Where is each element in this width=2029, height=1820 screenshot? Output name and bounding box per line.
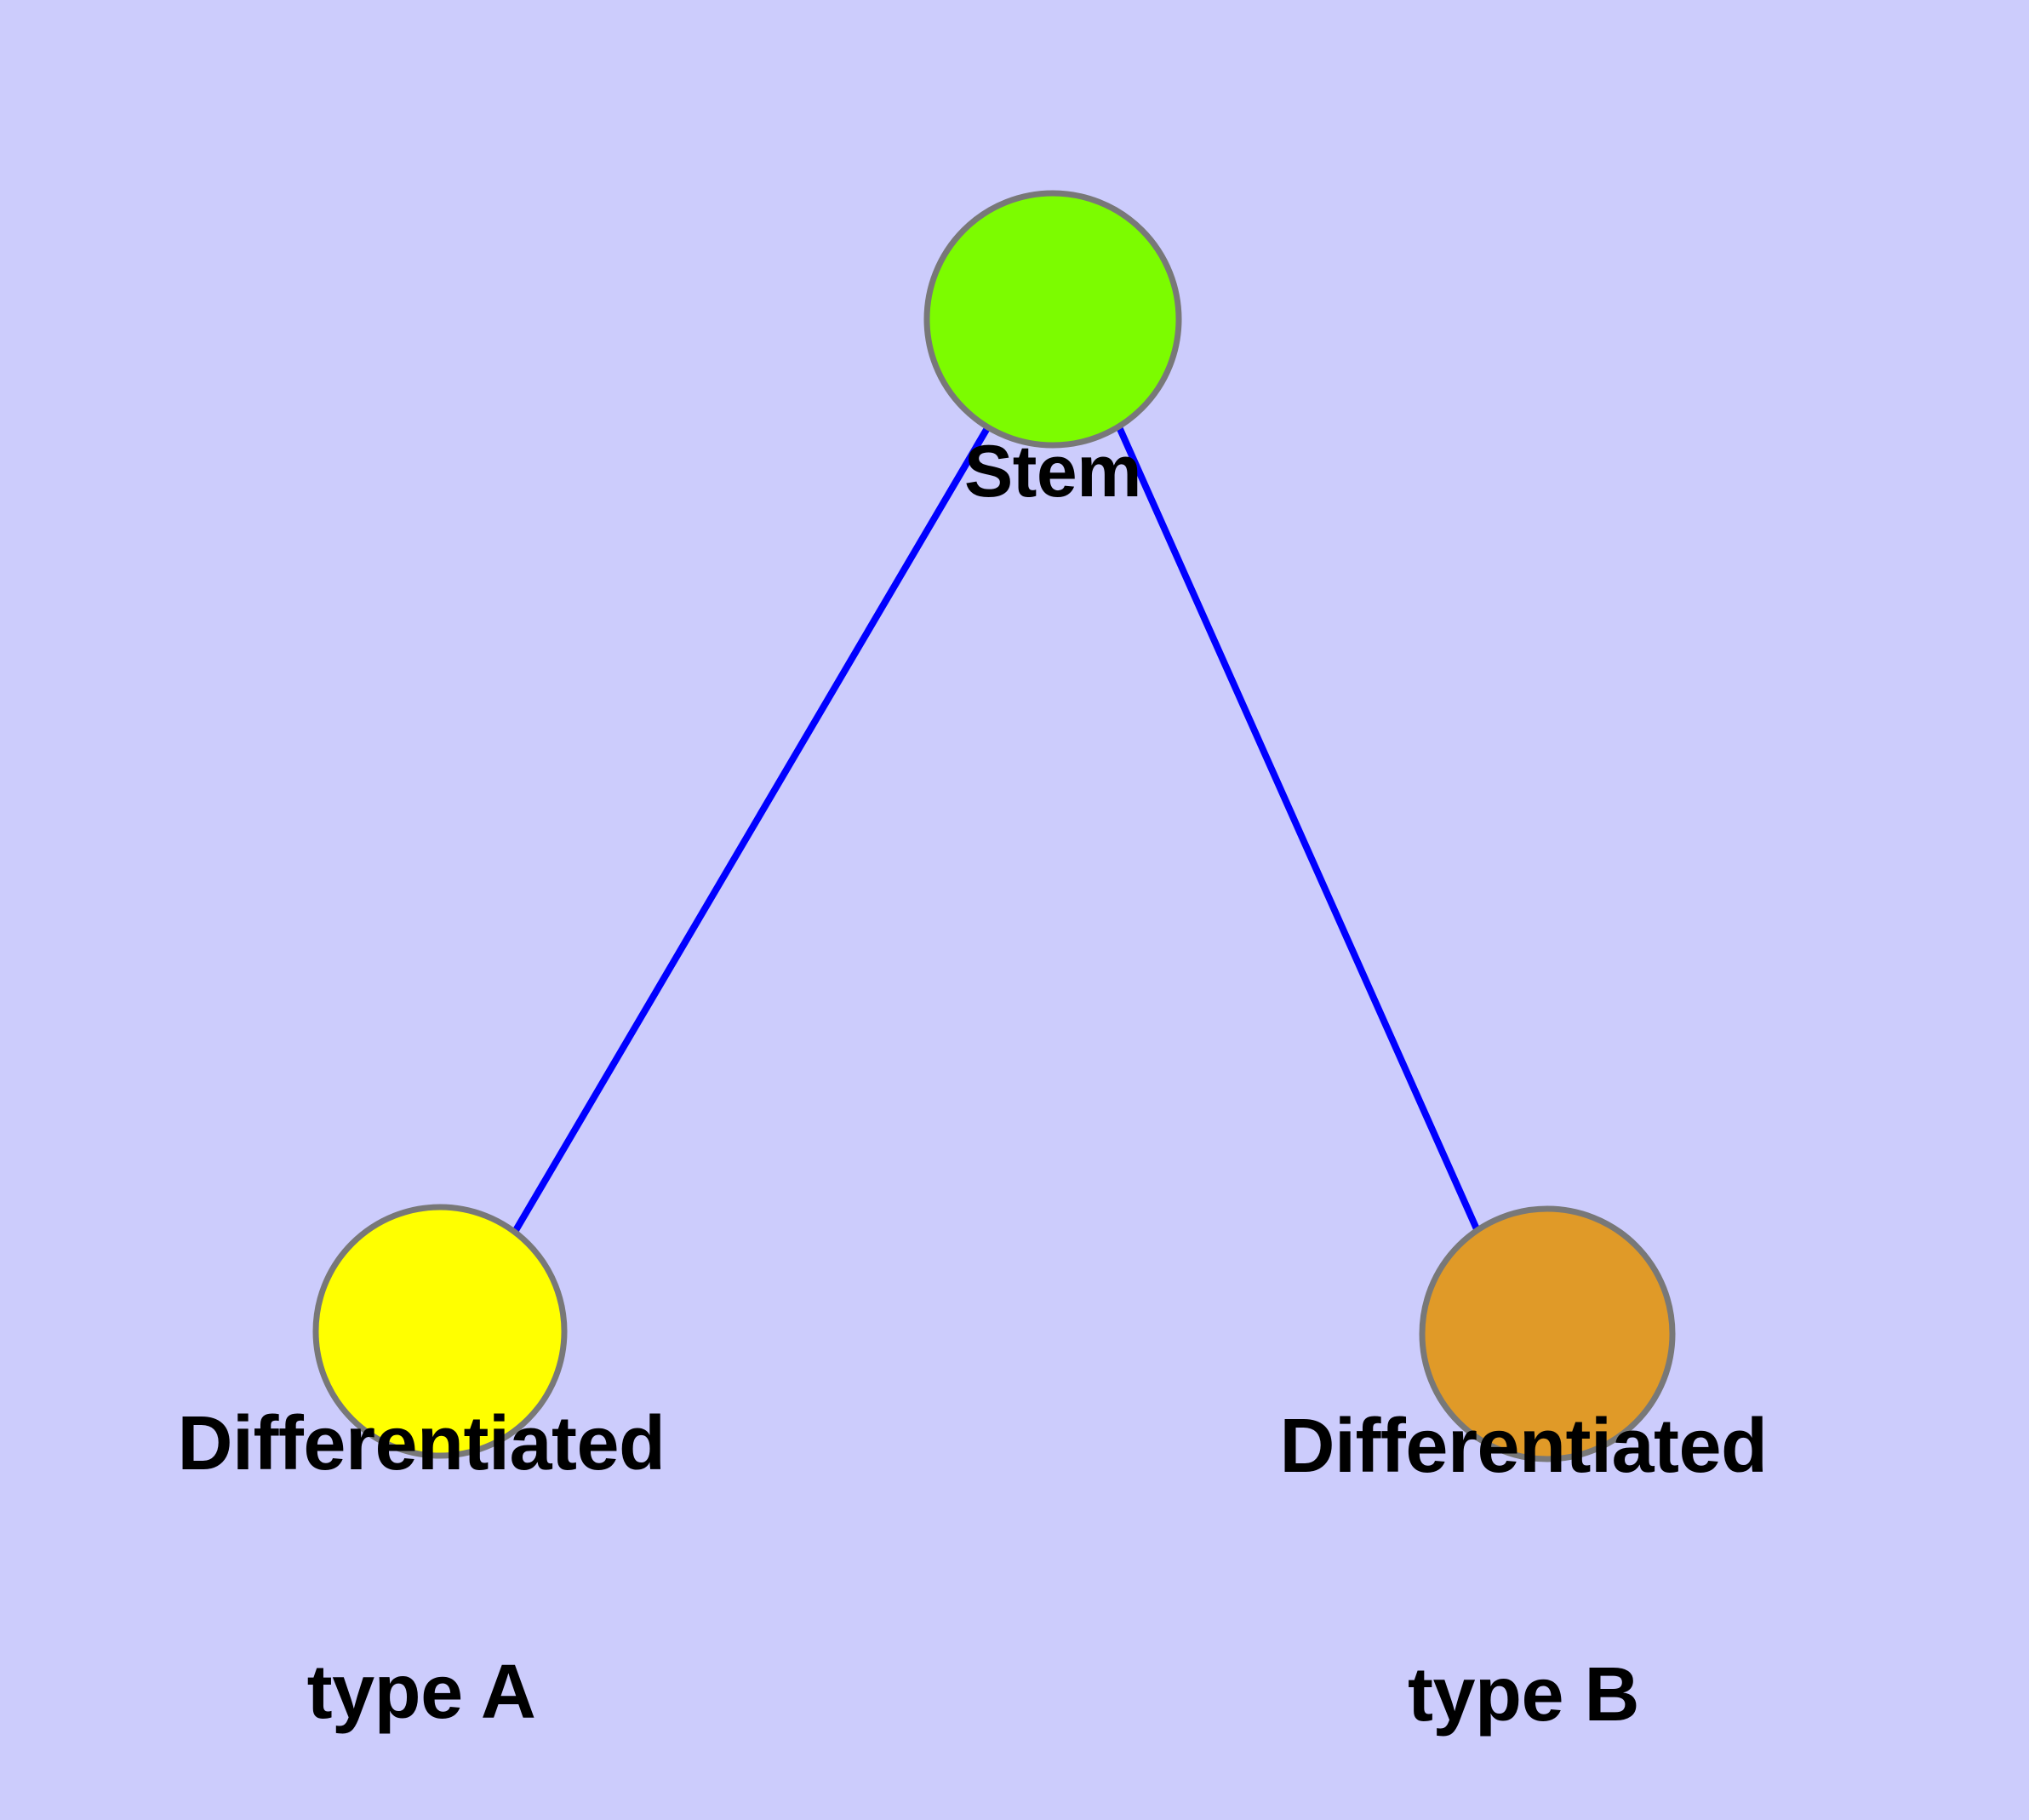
edge-stem-to-differentiated-type-a[interactable] <box>512 425 991 1235</box>
edges-group <box>512 425 1481 1235</box>
node-stem[interactable] <box>923 190 1182 449</box>
nodes-group <box>312 190 1676 1462</box>
node-differentiated-type-b[interactable] <box>1419 1205 1676 1462</box>
edge-stem-to-differentiated-type-b[interactable] <box>1117 426 1481 1234</box>
node-differentiated-type-a[interactable] <box>312 1204 568 1459</box>
